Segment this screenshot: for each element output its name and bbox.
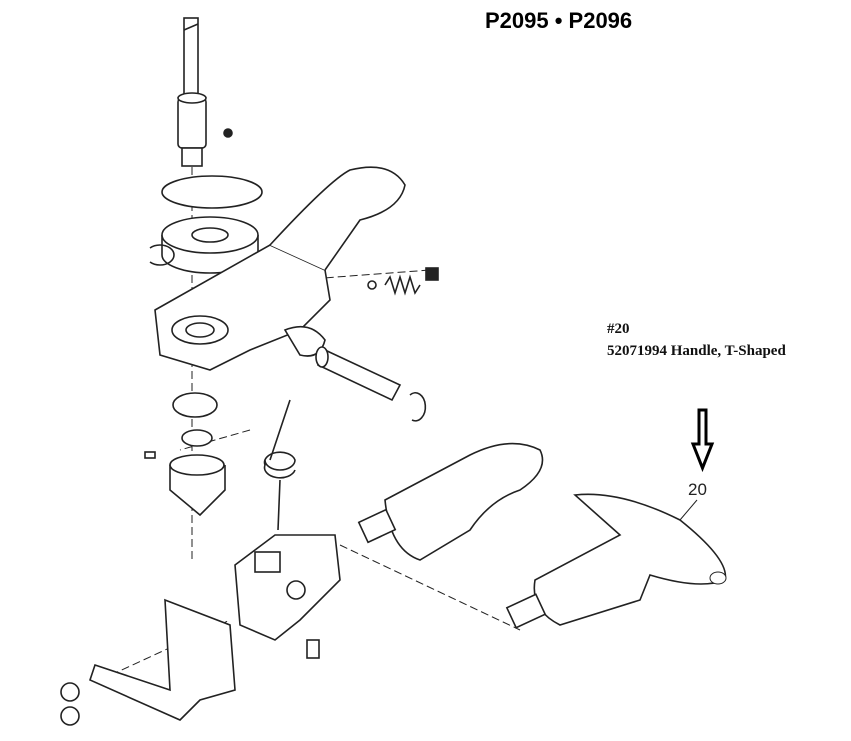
- t-shaped-handle: [505, 493, 727, 629]
- part-ref: #20: [607, 321, 630, 337]
- mounting-bracket: [89, 598, 236, 721]
- yoke-block: [234, 534, 341, 641]
- drive-pin: [183, 17, 199, 99]
- small-pin: [144, 451, 156, 459]
- part-note: #20 52071994 Handle, T-Shaped: [607, 318, 786, 362]
- pivot-pin: [315, 346, 402, 402]
- ratchet-gear: [161, 216, 259, 274]
- pistol-handle: [357, 442, 544, 561]
- plunger-spring: [384, 274, 421, 296]
- part-description: 52071994 Handle, T-Shaped: [607, 343, 786, 359]
- dial-disk: [161, 175, 263, 209]
- set-screw: [306, 639, 320, 659]
- plunger-ball: [367, 280, 377, 290]
- detent-ball: [223, 128, 233, 138]
- retaining-ring: [149, 244, 175, 266]
- ratchet-housing: [154, 166, 406, 371]
- lower-ring: [172, 392, 218, 418]
- down-arrow-icon: [690, 408, 715, 473]
- bracket-screws: [60, 682, 80, 726]
- callout-label-20: 20: [688, 480, 707, 499]
- bearing-cup: [169, 454, 226, 517]
- socket-adapter: [177, 92, 207, 167]
- plunger-cap: [425, 267, 439, 281]
- pin-clip: [409, 392, 427, 422]
- torsion-spring: [263, 399, 296, 531]
- snap-ring: [181, 429, 213, 447]
- diagram-title: P2095 • P2096: [485, 8, 633, 33]
